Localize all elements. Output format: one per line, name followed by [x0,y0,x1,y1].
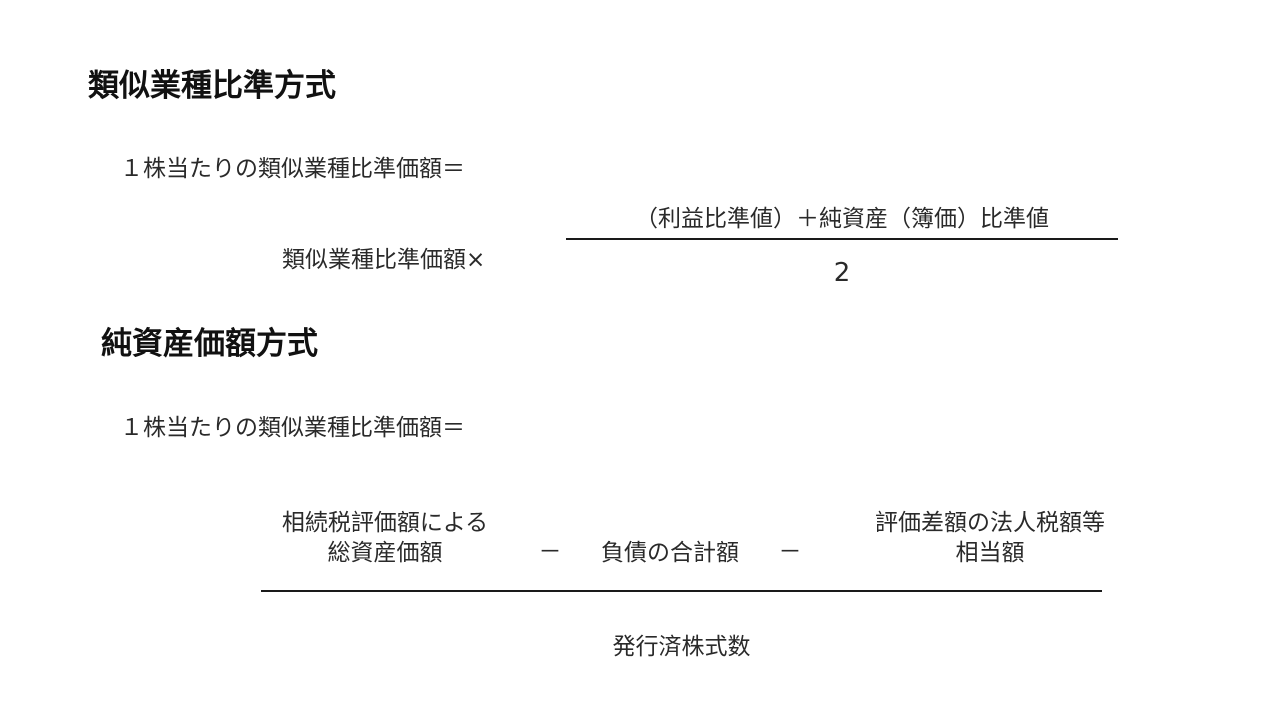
section1-multiplier: 類似業種比準価額× [282,247,486,273]
section2-heading: 純資産価額方式 [101,326,318,362]
section1-denominator: 2 [833,258,851,288]
section2-denominator: 発行済株式数 [612,634,751,660]
section1-lhs: １株当たりの類似業種比準価額＝ [120,156,465,182]
section2-minus-2: － [778,539,802,565]
term-tax-line1: 評価差額の法人税額等 [875,510,1105,536]
section2-fraction-bar [261,590,1102,592]
section2-lhs: １株当たりの類似業種比準価額＝ [120,415,465,441]
section2-term-total-assets: 相続税評価額による 総資産価額 [255,508,515,568]
section1-numerator: （利益比準値）＋純資産（簿価）比準値 [635,206,1049,232]
section2-minus-1: － [538,539,562,565]
section2-term-liabilities: 負債の合計額 [601,540,739,566]
section2-term-tax-on-valuation-difference: 評価差額の法人税額等 相当額 [845,508,1135,568]
term-total-assets-line2: 総資産価額 [327,540,443,566]
section1-fraction-bar [566,238,1118,240]
term-total-assets-line1: 相続税評価額による [281,510,489,536]
term-tax-line2: 相当額 [955,540,1025,566]
section1-heading: 類似業種比準方式 [88,68,336,104]
